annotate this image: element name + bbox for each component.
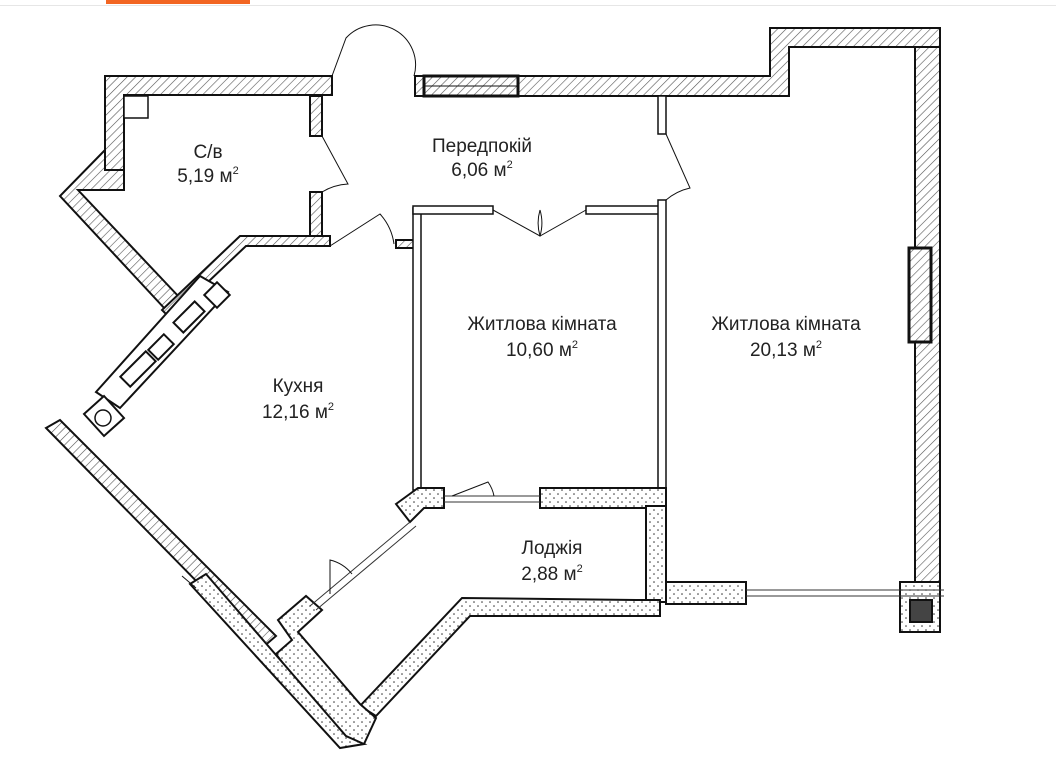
partition-room1-right <box>657 199 667 491</box>
loggia-door-icon <box>451 481 495 497</box>
wall-bathroom-diagonal <box>58 147 182 312</box>
kitchen-counter <box>82 274 232 438</box>
room1-door-left-icon <box>492 209 543 237</box>
loggia-wall-right <box>645 505 667 603</box>
room2-door-icon <box>665 133 691 201</box>
top-divider <box>0 5 1056 6</box>
top-bar <box>0 0 1056 6</box>
loggia-walls <box>188 487 941 750</box>
door-swings <box>181 24 691 594</box>
room-area-hallway: 6,06 м2 <box>451 159 512 181</box>
room1-door-right-icon <box>537 209 587 237</box>
right-window <box>907 246 933 344</box>
sink-icon <box>94 409 112 427</box>
partition-room1-top-right <box>585 205 665 215</box>
bathroom-door-icon <box>321 135 349 193</box>
partition-room1-left <box>412 207 422 491</box>
room-label-kitchen: Кухня <box>273 376 324 397</box>
room-label-hallway: Передпокій <box>432 136 532 157</box>
loggia-wall-bottom <box>358 596 661 718</box>
room-area-living-1: 10,60 м2 <box>506 339 578 361</box>
room-area-living-2: 20,13 м2 <box>750 339 822 361</box>
room-area-bathroom: 5,19 м2 <box>177 165 238 187</box>
bathroom-shaft <box>123 95 149 119</box>
room-label-living-1: Житлова кімната <box>467 314 617 335</box>
room-label-bathroom: С/в <box>193 142 222 163</box>
glazing <box>309 495 944 611</box>
loggia-wall-kitchen-corner <box>274 594 378 745</box>
active-tab-indicator[interactable] <box>106 0 250 4</box>
column-post <box>909 599 933 623</box>
wall-hall-kitchen <box>160 235 331 320</box>
living-balcony-base <box>665 581 747 605</box>
room-labels: С/в 5,19 м2 Передпокій 6,06 м2 Житлова к… <box>177 136 861 585</box>
room-label-loggia: Лоджія <box>522 538 583 559</box>
entrance-door-icon <box>331 24 417 77</box>
room-label-living-2: Житлова кімната <box>711 314 861 335</box>
loggia-wall-left <box>394 487 445 524</box>
partition-room1-top-left <box>412 205 494 215</box>
top-window <box>422 74 520 98</box>
loggia-wall-top <box>539 487 667 509</box>
room-area-kitchen: 12,16 м2 <box>262 401 334 423</box>
kitchen-loggia-door-icon <box>329 559 353 594</box>
room-area-loggia: 2,88 м2 <box>521 563 582 585</box>
kitchen-door-icon <box>329 213 395 247</box>
wall-bathroom-inner-1 <box>309 95 323 137</box>
partition-corridor-right <box>657 95 667 135</box>
kitchen-outer-band <box>188 572 368 750</box>
